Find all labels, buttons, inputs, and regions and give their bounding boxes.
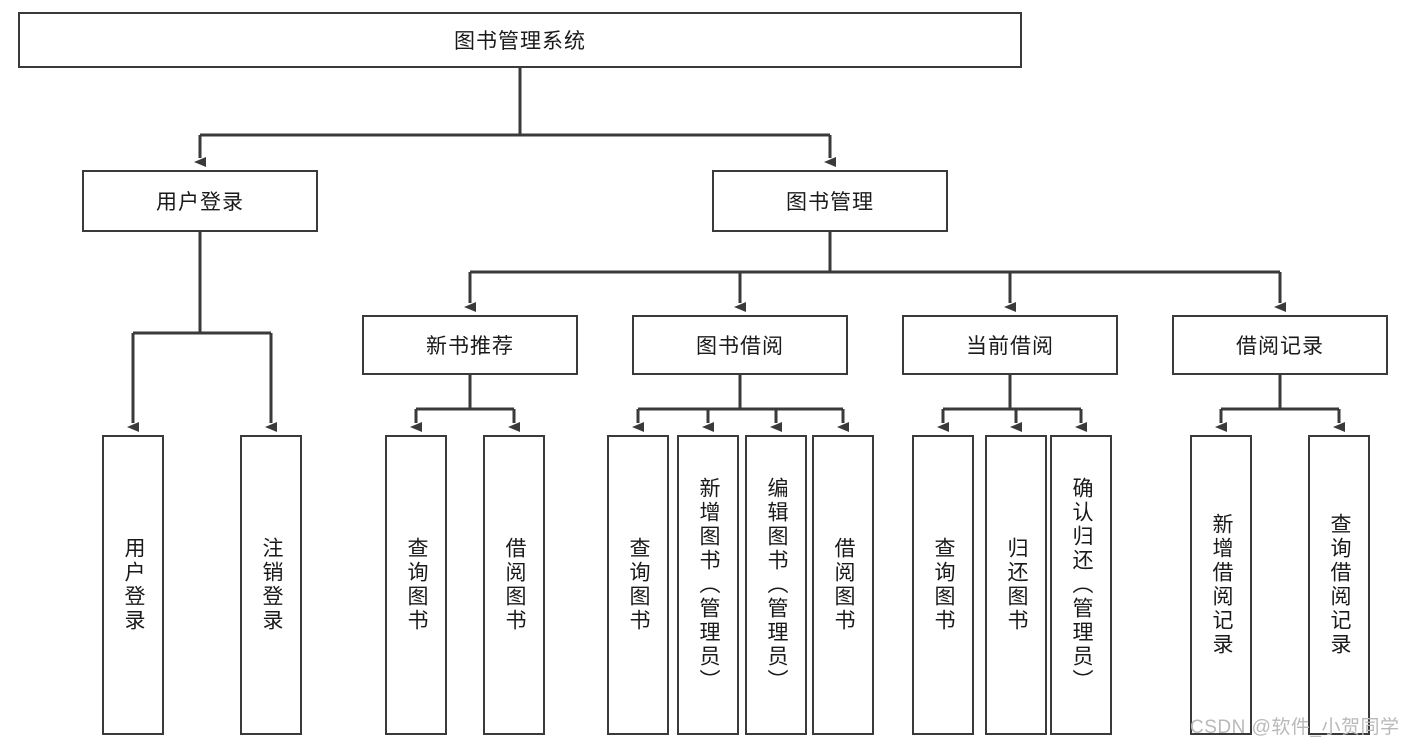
node-borrow-record-label: 借阅记录 bbox=[1236, 335, 1324, 358]
node-leaf-borrow-book-2-label: 借阅图书 bbox=[832, 537, 856, 633]
node-root[interactable]: 图书管理系统 bbox=[18, 12, 1022, 68]
node-leaf-borrow-book-2[interactable]: 借阅图书 bbox=[812, 435, 874, 735]
watermark-csdn: CSDN @软件_小贺同学 bbox=[1190, 717, 1400, 738]
node-user-login-label: 用户登录 bbox=[156, 191, 244, 214]
node-leaf-query-book-1-label: 查询图书 bbox=[405, 537, 429, 633]
node-leaf-user-login[interactable]: 用户登录 bbox=[102, 435, 164, 735]
node-leaf-borrow-book-1-label: 借阅图书 bbox=[503, 537, 527, 633]
node-leaf-edit-book[interactable]: 编辑图书（管理员） bbox=[745, 435, 807, 735]
node-book-borrow-label: 图书借阅 bbox=[696, 335, 784, 358]
node-current-borrow-label: 当前借阅 bbox=[966, 335, 1054, 358]
node-leaf-add-record[interactable]: 新增借阅记录 bbox=[1190, 435, 1252, 735]
node-book-borrow[interactable]: 图书借阅 bbox=[632, 315, 848, 375]
node-leaf-add-book[interactable]: 新增图书（管理员） bbox=[677, 435, 739, 735]
node-leaf-confirm-return[interactable]: 确认归还（管理员） bbox=[1050, 435, 1112, 735]
node-leaf-borrow-book-1[interactable]: 借阅图书 bbox=[483, 435, 545, 735]
node-borrow-record[interactable]: 借阅记录 bbox=[1172, 315, 1388, 375]
node-leaf-query-record-label: 查询借阅记录 bbox=[1328, 513, 1352, 657]
node-new-book-recommend-label: 新书推荐 bbox=[426, 335, 514, 358]
node-new-book-recommend[interactable]: 新书推荐 bbox=[362, 315, 578, 375]
node-current-borrow[interactable]: 当前借阅 bbox=[902, 315, 1118, 375]
node-root-label: 图书管理系统 bbox=[454, 30, 586, 53]
node-leaf-query-book-2[interactable]: 查询图书 bbox=[607, 435, 669, 735]
node-leaf-add-record-label: 新增借阅记录 bbox=[1210, 513, 1234, 657]
node-book-manage-label: 图书管理 bbox=[786, 191, 874, 214]
node-leaf-query-book-2-label: 查询图书 bbox=[627, 537, 651, 633]
node-leaf-query-record[interactable]: 查询借阅记录 bbox=[1308, 435, 1370, 735]
node-user-login[interactable]: 用户登录 bbox=[82, 170, 318, 232]
node-book-manage[interactable]: 图书管理 bbox=[712, 170, 948, 232]
node-leaf-query-book-3-label: 查询图书 bbox=[932, 537, 956, 633]
node-leaf-confirm-return-label: 确认归还（管理员） bbox=[1070, 477, 1094, 693]
node-leaf-query-book-3[interactable]: 查询图书 bbox=[912, 435, 974, 735]
node-leaf-query-book-1[interactable]: 查询图书 bbox=[385, 435, 447, 735]
node-leaf-return-book[interactable]: 归还图书 bbox=[985, 435, 1047, 735]
node-leaf-return-book-label: 归还图书 bbox=[1005, 537, 1029, 633]
node-leaf-user-logout-label: 注销登录 bbox=[260, 537, 284, 633]
node-leaf-edit-book-label: 编辑图书（管理员） bbox=[765, 477, 789, 693]
node-leaf-user-login-label: 用户登录 bbox=[122, 537, 146, 633]
node-leaf-add-book-label: 新增图书（管理员） bbox=[697, 477, 721, 693]
node-leaf-user-logout[interactable]: 注销登录 bbox=[240, 435, 302, 735]
